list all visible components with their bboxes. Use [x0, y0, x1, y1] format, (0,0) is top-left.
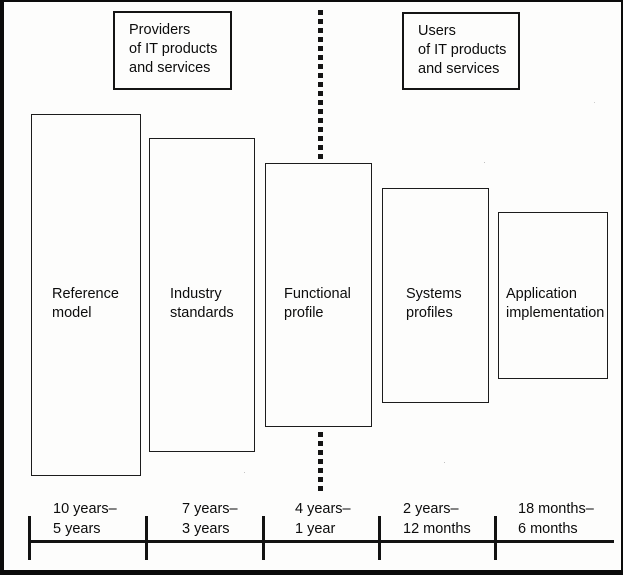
providers-label-line: of IT products — [129, 41, 218, 57]
divider-dotted-line-lower — [318, 432, 323, 494]
providers-label-line: Providers — [129, 22, 191, 38]
stage-box-label: Application implementation — [506, 286, 605, 321]
stage-box-label: Industry standards — [170, 286, 234, 321]
providers-header-box: Providers of IT products and services — [113, 11, 232, 90]
stage-box-reference-model: Reference model — [31, 114, 141, 476]
stage-box-industry-standards: Industry standards — [149, 138, 255, 452]
time-range-label: 4 years– 1 year — [295, 501, 351, 537]
time-range-label: 7 years– 3 years — [182, 501, 238, 537]
stage-box-functional-profile: Functional profile — [265, 163, 372, 427]
stage-box-application-implementation: Application implementation — [498, 212, 608, 379]
users-header-box: Users of IT products and services — [402, 12, 520, 90]
stage-box-label: Systems profiles — [406, 286, 462, 321]
users-label-line: Users — [418, 23, 456, 39]
providers-label-line: and services — [129, 60, 211, 76]
time-axis-tick — [145, 516, 148, 560]
time-axis-tick — [494, 516, 497, 560]
time-range-label: 10 years– 5 years — [53, 501, 117, 537]
time-range-label: 2 years– 12 months — [403, 501, 471, 537]
time-axis-tick — [378, 516, 381, 560]
users-label-line: and services — [418, 61, 500, 77]
time-axis-tick — [262, 516, 265, 560]
stage-box-label: Functional profile — [284, 286, 351, 321]
stage-box-systems-profiles: Systems profiles — [382, 188, 489, 403]
divider-dotted-line-upper — [318, 10, 323, 165]
stage-box-label: Reference model — [52, 286, 119, 321]
time-axis-tick — [28, 516, 31, 560]
users-label-line: of IT products — [418, 42, 507, 58]
time-range-label: 18 months– 6 months — [518, 501, 594, 537]
time-axis-line — [28, 540, 614, 543]
